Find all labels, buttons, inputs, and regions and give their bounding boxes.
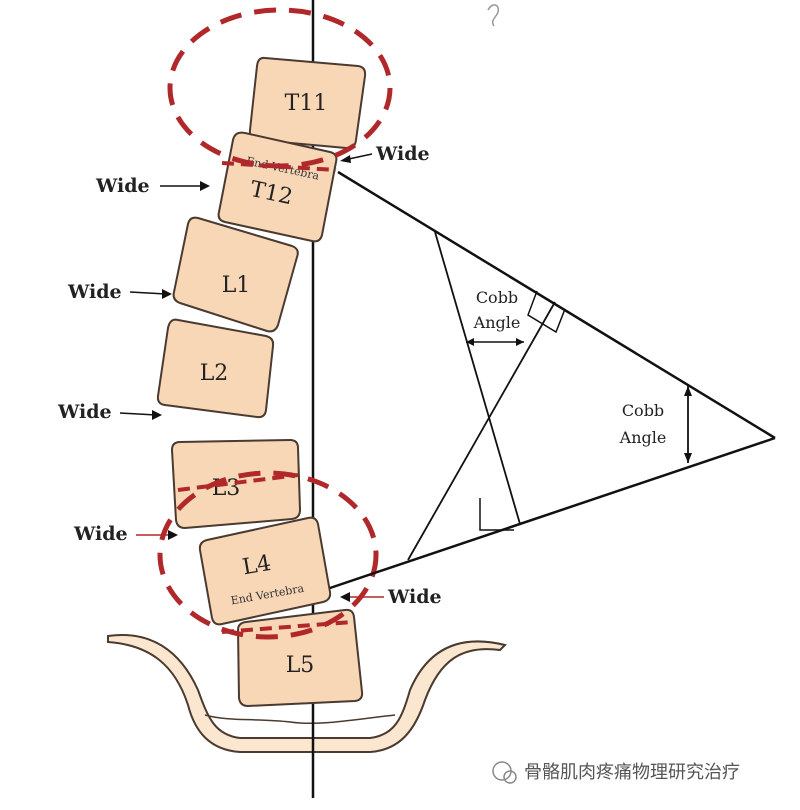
- vertebra-t11: T11: [248, 56, 367, 150]
- l4-lower-endplate-dashed-line: [221, 620, 353, 634]
- vertebra-l5-label: L5: [286, 653, 315, 678]
- wide-label-bottom-right: Wide: [387, 586, 442, 608]
- wide-label-top-right: Wide: [375, 143, 430, 165]
- wide-label-l2: Wide: [57, 401, 112, 423]
- bottom-end-vertebra-circle: [157, 470, 379, 640]
- top-endplate-dashed-line: [221, 161, 337, 172]
- vertebra-l2-label: L2: [200, 361, 229, 386]
- vertebra-l1: L1: [172, 216, 299, 333]
- wide-indicator-top-right: Wide: [340, 143, 430, 165]
- wide-indicator-t12: Wide: [95, 175, 210, 197]
- right-angle-marker-upper: [527, 290, 566, 334]
- wide-label-l3: Wide: [73, 523, 128, 545]
- vertebra-l4: L4 End Vertebra: [198, 516, 332, 626]
- vertebra-l2: L2: [156, 318, 275, 419]
- cobb-angle-label-inner-line2: Angle: [473, 313, 521, 332]
- wide-label-l1: Wide: [67, 281, 122, 303]
- vertebra-t11-label: T11: [285, 91, 328, 116]
- upper-endplate-extension-line: [337, 170, 776, 440]
- vertebra-l4-label: L4: [241, 551, 274, 581]
- right-angle-marker-lower: [479, 498, 514, 531]
- lower-endplate-extension-line: [329, 436, 776, 590]
- cobb-construction: [329, 170, 776, 590]
- perpendicular-from-lower: [407, 301, 556, 561]
- wide-label-t12: Wide: [95, 175, 150, 197]
- vertebra-l1-label: L1: [222, 273, 251, 298]
- cobb-angle-label-outer-line1: Cobb: [622, 401, 664, 420]
- wide-indicator-bottom-right: Wide: [340, 586, 442, 608]
- watermark-text: 骨骼肌肉疼痛物理研究治疗: [524, 762, 740, 783]
- wide-indicator-l3: Wide: [73, 523, 178, 545]
- bottom-endplate-dashed-line: [177, 473, 299, 492]
- decorative-squiggle-icon: [487, 4, 500, 27]
- sacrum-curve: [204, 714, 396, 725]
- vertebra-l5: L5: [236, 608, 364, 708]
- cobb-angle-label-outer-line2: Angle: [619, 428, 667, 447]
- wide-indicator-l1: Wide: [67, 281, 172, 303]
- cobb-angle-label-inner-line1: Cobb: [476, 288, 518, 307]
- perpendicular-from-upper: [434, 231, 521, 525]
- wide-indicator-l2: Wide: [57, 401, 162, 423]
- vertebra-t12: End Vertebra T12: [217, 131, 338, 243]
- pelvis-outline: [107, 634, 507, 753]
- watermark: 骨骼肌肉疼痛物理研究治疗: [492, 761, 740, 784]
